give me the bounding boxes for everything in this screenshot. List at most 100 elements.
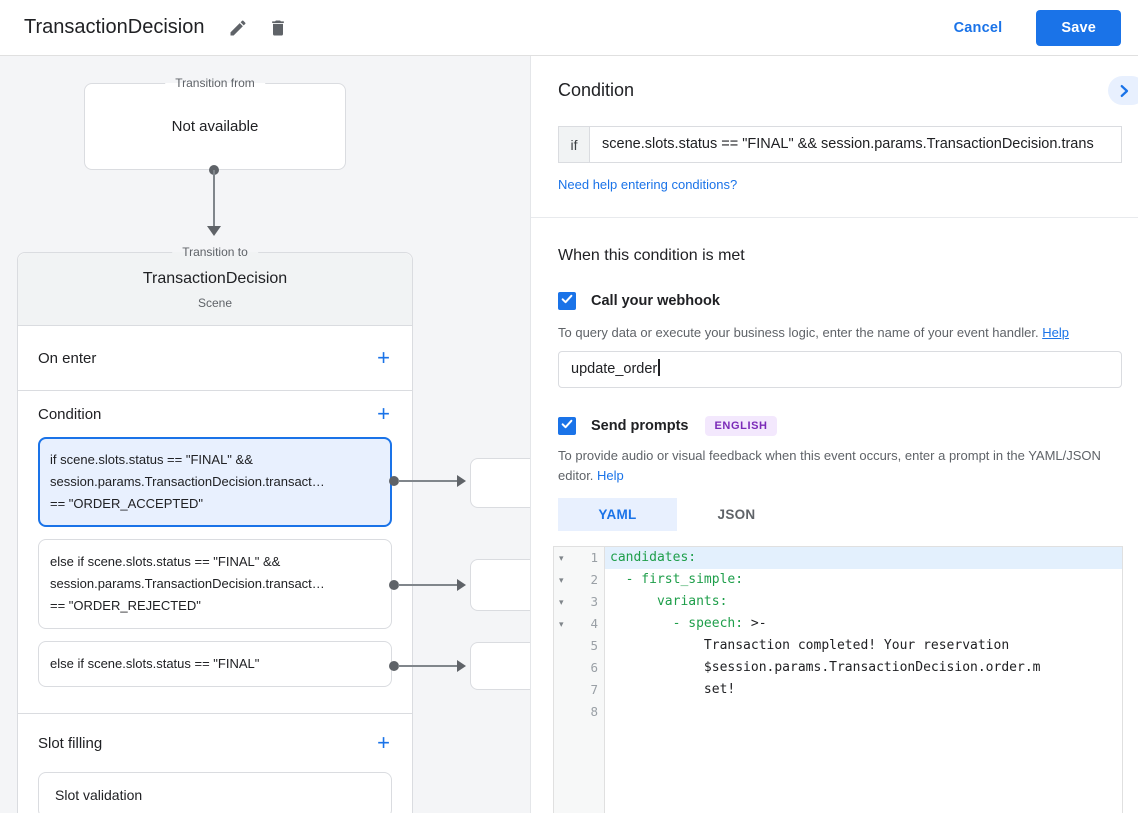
webhook-help-link[interactable]: Help (1042, 325, 1069, 340)
delete-scene-button[interactable] (264, 14, 292, 42)
call-webhook-label: Call your webhook (591, 293, 720, 309)
condition-text-line: else if scene.slots.status == "FINAL" && (50, 554, 281, 569)
connector-line (213, 170, 215, 228)
on-enter-section: On enter + (18, 326, 412, 391)
condition-expression-input[interactable]: scene.slots.status == "FINAL" && session… (589, 126, 1122, 163)
code-line: 6 $session.params.TransactionDecision.or… (554, 657, 1122, 679)
pencil-icon (228, 19, 248, 41)
condition-expression-row: if scene.slots.status == "FINAL" && sess… (558, 126, 1122, 163)
save-button[interactable]: Save (1036, 9, 1121, 46)
gutter: 6 (554, 657, 605, 679)
condition-edge-dot (389, 476, 399, 486)
slot-validation-card[interactable]: Slot validation (38, 772, 392, 813)
gutter: ▾ 2 (554, 569, 605, 591)
yaml-text: set! (610, 682, 736, 697)
prompts-helper-line2-row: editor. Help (558, 466, 1101, 486)
tab-yaml[interactable]: YAML (558, 498, 677, 531)
fold-arrow-icon[interactable]: ▾ (559, 619, 564, 629)
call-webhook-checkbox[interactable] (558, 292, 576, 310)
fold-arrow-icon[interactable]: ▾ (559, 575, 564, 585)
gutter: 8 (554, 701, 605, 723)
gutter (554, 723, 605, 813)
code-line: ▾ 3 variants: (554, 591, 1122, 613)
gutter: ▾ 3 (554, 591, 605, 613)
condition-edge-arrowhead-icon (457, 660, 466, 672)
send-prompts-checkbox[interactable] (558, 417, 576, 435)
condition-edge-dot (389, 580, 399, 590)
add-on-enter-button[interactable]: + (377, 345, 390, 370)
code-content[interactable]: $session.params.TransactionDecision.orde… (605, 657, 1122, 679)
code-content[interactable]: - speech: >- (605, 613, 1122, 635)
scene-name: TransactionDecision (142, 270, 288, 287)
condition-card-accepted[interactable]: if scene.slots.status == "FINAL" && sess… (38, 437, 392, 527)
code-line: 8 (554, 701, 1122, 723)
send-prompts-label: Send prompts (591, 418, 689, 434)
prompts-helper-line1: To provide audio or visual feedback when… (558, 448, 1101, 463)
yaml-key: - speech: (610, 616, 744, 631)
edit-scene-button[interactable] (224, 14, 252, 42)
condition-text-line: session.params.TransactionDecision.trans… (50, 474, 325, 489)
transition-target-box[interactable] (470, 559, 530, 611)
line-number: 5 (590, 638, 598, 653)
gutter: 5 (554, 635, 605, 657)
send-prompts-row: Send prompts ENGLISH (558, 416, 777, 436)
text-caret (658, 359, 660, 376)
prompts-help-link[interactable]: Help (597, 468, 624, 483)
collapse-panel-button[interactable] (1108, 76, 1138, 105)
yaml-text: $session.params.TransactionDecision.orde… (610, 660, 1041, 675)
transition-to-label: Transition to (172, 245, 258, 259)
condition-section-header: Condition + (18, 391, 412, 437)
checkmark-icon (560, 417, 574, 436)
transition-to-card: Transition to TransactionDecision Scene … (17, 245, 413, 813)
code-content[interactable]: Transaction completed! Your reservation (605, 635, 1122, 657)
add-slot-button[interactable]: + (377, 730, 390, 755)
code-line-filler (554, 723, 1122, 813)
cancel-button[interactable]: Cancel (953, 19, 1003, 36)
condition-edge-line (398, 665, 458, 667)
gutter: ▾ 4 (554, 613, 605, 635)
condition-card-rejected[interactable]: else if scene.slots.status == "FINAL" &&… (38, 539, 392, 629)
yaml-key: candidates: (610, 550, 697, 565)
line-number: 7 (590, 682, 598, 697)
condition-card-final[interactable]: else if scene.slots.status == "FINAL" (38, 641, 392, 687)
trash-icon (268, 20, 288, 41)
transition-target-box[interactable] (470, 458, 530, 508)
code-content[interactable]: set! (605, 679, 1122, 701)
scene-header: TransactionDecision Scene (18, 253, 412, 326)
conditions-help-link[interactable]: Need help entering conditions? (558, 177, 738, 192)
when-condition-title: When this condition is met (558, 247, 745, 264)
fold-arrow-icon[interactable]: ▾ (559, 553, 564, 563)
condition-edge-dot (389, 661, 399, 671)
condition-edge-line (398, 480, 458, 482)
call-webhook-row: Call your webhook (558, 292, 720, 310)
connector-arrowhead-icon (207, 226, 221, 236)
yaml-text: Transaction completed! Your reservation (610, 638, 1010, 653)
prompts-helper-text: To provide audio or visual feedback when… (558, 446, 1101, 486)
code-line: 7 set! (554, 679, 1122, 701)
if-prefix: if (558, 126, 590, 163)
editor-format-tabs: YAML JSON (558, 498, 796, 531)
prompts-helper-line2: editor. (558, 468, 594, 483)
condition-text-line: == "ORDER_ACCEPTED" (50, 496, 203, 511)
yaml-code-editor[interactable]: ▾ 1 candidates: ▾ 2 - first_simple: ▾ 3 … (553, 546, 1123, 813)
webhook-helper-text: To query data or execute your business l… (558, 323, 1069, 343)
chevron-right-icon (1115, 84, 1133, 103)
code-content[interactable]: - first_simple: (605, 569, 1122, 591)
code-content[interactable] (605, 723, 1122, 813)
yaml-text: >- (743, 616, 767, 631)
add-condition-button[interactable]: + (377, 401, 390, 426)
code-content[interactable] (605, 701, 1122, 723)
code-content[interactable]: variants: (605, 591, 1122, 613)
slot-filling-section-header: Slot filling + (18, 714, 412, 772)
condition-label: Condition (38, 405, 102, 423)
condition-text-line: if scene.slots.status == "FINAL" && (50, 452, 253, 467)
event-handler-input[interactable]: update_order (558, 351, 1122, 388)
conditions-help-row: Need help entering conditions? (558, 177, 737, 192)
code-content[interactable]: candidates: (605, 547, 1122, 569)
transition-target-box[interactable] (470, 642, 530, 690)
line-number: 6 (590, 660, 598, 675)
fold-arrow-icon[interactable]: ▾ (559, 597, 564, 607)
tab-json[interactable]: JSON (677, 498, 796, 531)
gutter: ▾ 1 (554, 547, 605, 569)
condition-text-line: else if scene.slots.status == "FINAL" (50, 656, 260, 671)
